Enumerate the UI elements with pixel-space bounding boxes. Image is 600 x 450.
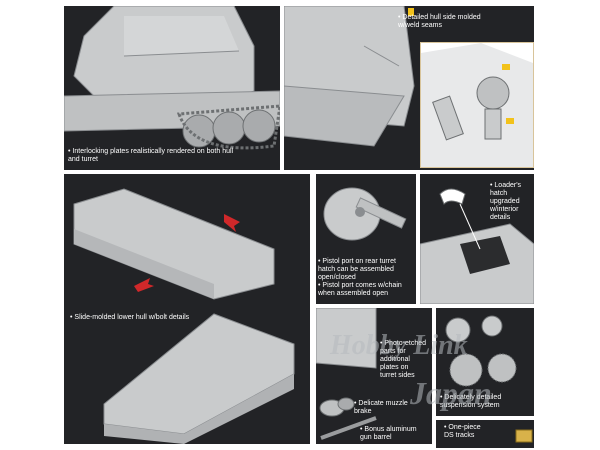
caption-gun-barrel: • Bonus aluminum gun barrel: [360, 426, 417, 441]
panel-turret-hull: • Interlocking plates realistically rend…: [64, 6, 280, 170]
bullet-dot-icon: •: [360, 426, 365, 433]
caption-hull-side: • Detailed hull side molded w/weld seams: [398, 14, 481, 29]
panel-loaders-hatch: • Loader's hatch upgraded w/interior det…: [420, 174, 534, 304]
panel-ds-tracks: • One-piece DS tracks: [436, 420, 534, 448]
yellow-connector-tab-icon: [506, 118, 514, 124]
turret-hull-illustration: [64, 6, 280, 150]
bullet-dot-icon: •: [490, 182, 495, 189]
panel-lower-hull: • Slide-molded lower hull w/bolt details: [64, 174, 310, 444]
panel-photo-etched: • Photo-etched parts for additional plat…: [316, 308, 432, 444]
panel-pistol-port: • Pistol port on rear turret hatch can b…: [316, 174, 416, 304]
lower-hull-illustration: [73, 188, 295, 444]
caption-pistol-port-chain: • Pistol port comes w/chain when assembl…: [318, 282, 402, 297]
caption-suspension: • Delicately detailed suspension system: [440, 394, 502, 409]
hull-side-illustration: [284, 6, 415, 147]
loaders-hatch-illustration: [420, 188, 534, 304]
yellow-connector-tab-icon: [408, 8, 414, 16]
bullet-dot-icon: •: [318, 282, 323, 289]
bullet-dot-icon: •: [70, 314, 75, 321]
panel-suspension: • Delicately detailed suspension system: [436, 308, 534, 416]
bullet-dot-icon: •: [68, 148, 73, 155]
bullet-dot-icon: •: [354, 400, 359, 407]
panel-hull-side: • Detailed hull side molded w/weld seams: [284, 6, 534, 170]
caption-lower-hull: • Slide-molded lower hull w/bolt details: [70, 314, 190, 321]
ds-tracks-illustration: [515, 429, 533, 443]
turret-etch-illustration: [316, 308, 377, 440]
bullet-dot-icon: •: [444, 424, 449, 431]
red-arrow-icon: [134, 278, 154, 292]
caption-photo-etched: • Photo-etched parts for additional plat…: [380, 340, 427, 379]
hatch-illustration: [323, 187, 407, 241]
red-arrow-icon: [224, 214, 240, 232]
bullet-dot-icon: •: [380, 340, 385, 347]
caption-interlocking: • Interlocking plates realistically rend…: [68, 148, 234, 163]
caption-pistol-port-hatch: • Pistol port on rear turret hatch can b…: [318, 258, 396, 281]
suspension-illustration: [445, 315, 517, 387]
bullet-dot-icon: •: [440, 394, 445, 401]
bullet-dot-icon: •: [318, 258, 323, 265]
caption-ds-tracks: • One-piece DS tracks: [444, 424, 481, 439]
yellow-connector-tab-icon: [502, 64, 510, 70]
watermark-line1: Hobby Link: [330, 330, 468, 361]
bullet-dot-icon: •: [398, 14, 403, 21]
caption-muzzle-brake: • Delicate muzzle brake: [354, 400, 408, 415]
caption-loaders-hatch: • Loader's hatch upgraded w/interior det…: [490, 182, 522, 221]
watermark-line2: Japan: [410, 375, 492, 411]
hull-detail-inset: [420, 42, 534, 168]
